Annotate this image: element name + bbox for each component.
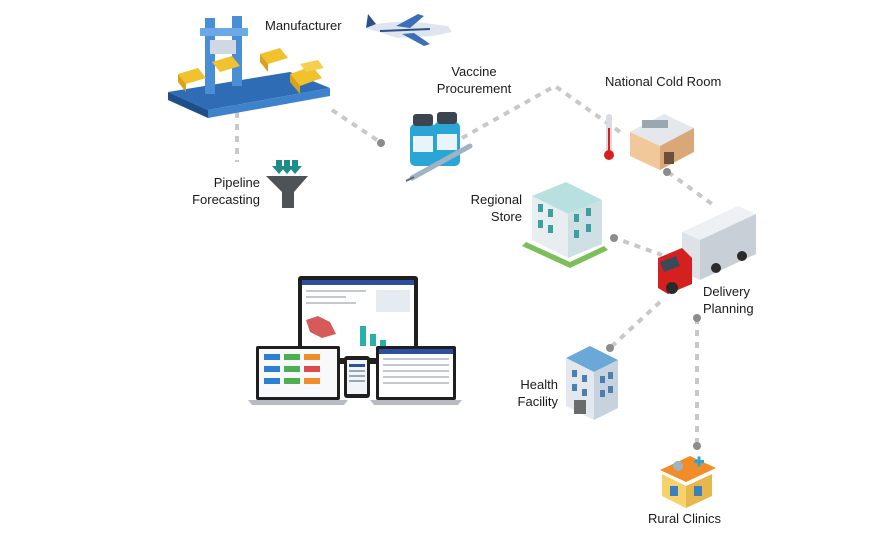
- delivery-planning-label: Delivery Planning: [703, 283, 754, 317]
- connector-coldroom-truck: [666, 170, 714, 206]
- vaccine-procurement-line2: Procurement: [436, 81, 512, 96]
- node-dot: [610, 234, 618, 242]
- delivery-planning-line2: Planning: [703, 301, 754, 316]
- health-facility-line1: Health: [520, 377, 558, 392]
- delivery-planning-line1: Delivery: [703, 284, 750, 299]
- vaccine-procurement-label: Vaccine Procurement: [430, 63, 518, 97]
- node-dot: [606, 344, 614, 352]
- pipeline-forecasting-line2: Forecasting: [192, 192, 260, 207]
- connectors: [235, 83, 714, 446]
- rural-clinic-icon: [660, 456, 716, 508]
- pipeline-forecasting-label: Pipeline Forecasting: [170, 174, 260, 208]
- health-facility-line2: Facility: [517, 394, 558, 409]
- airplane-icon: [366, 14, 452, 46]
- node-dot: [693, 442, 701, 450]
- health-facility-label: Health Facility: [496, 376, 558, 410]
- connector-procurement-coldroom: [461, 83, 622, 140]
- manufacturer-label: Manufacturer: [265, 18, 342, 33]
- regional-store-label: Regional Store: [452, 191, 522, 225]
- pipeline-forecasting-line1: Pipeline: [213, 175, 260, 190]
- rural-clinics-label: Rural Clinics: [648, 511, 721, 526]
- national-cold-room-label: National Cold Room: [605, 74, 722, 89]
- factory-conveyor-icon: [168, 16, 330, 118]
- regional-store-line2: Store: [490, 209, 522, 224]
- node-dot: [663, 168, 671, 176]
- funnel-icon: [266, 160, 308, 208]
- office-building-icon: [522, 182, 608, 268]
- connector-manufacturer-procurement: [330, 108, 382, 144]
- vaccine-procurement-line1: Vaccine: [451, 64, 497, 79]
- connector-regional-truck: [611, 235, 663, 257]
- node-dot: [377, 139, 385, 147]
- regional-store-line1: Regional: [470, 192, 522, 207]
- vaccine-vials-icon: [405, 112, 473, 182]
- connector-truck-healthfacility: [609, 300, 662, 349]
- health-facility-icon: [566, 346, 618, 420]
- delivery-truck-icon: [658, 206, 756, 294]
- node-dot: [693, 314, 701, 322]
- multi-device-dashboard-icon: [248, 276, 462, 405]
- cold-room-building-icon: [604, 114, 694, 170]
